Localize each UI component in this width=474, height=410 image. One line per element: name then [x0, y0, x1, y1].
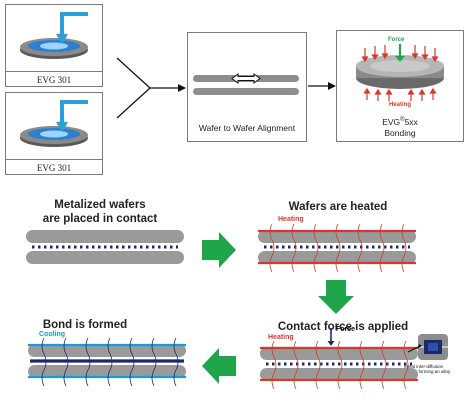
green-arrow-right — [202, 232, 236, 268]
bonding-force-label: Force — [388, 37, 405, 43]
wafer-cleaning-icon — [20, 100, 88, 147]
step-3-wafer-stack — [260, 328, 418, 390]
bonding-heating-label: Heating — [389, 102, 412, 108]
alloy-inset-icon — [407, 334, 448, 360]
process-box-1-label: EVG 301 — [6, 71, 102, 85]
bonding-box-label: EVG®5xx Bonding — [337, 115, 463, 139]
alignment-box-label: Wafer to Wafer Alignment — [198, 123, 296, 133]
wafer-alignment-icon — [193, 73, 299, 95]
step-3-heating-label: Heating — [268, 334, 294, 341]
step-3-force-label: Force — [336, 326, 356, 333]
step-1-caption-line2: are placed in contact — [42, 213, 158, 225]
step-2-heating-label: Heating — [278, 216, 304, 223]
wafer-cleaning-icon — [20, 12, 88, 59]
green-arrow-down — [318, 280, 354, 314]
arrow-to-alignment — [178, 84, 186, 92]
step-1-caption: Metalized wafers are placed in contact — [20, 198, 180, 226]
bonding-box-label-suffix: 5xx — [404, 116, 418, 127]
alignment-box: Wafer to Wafer Alignment — [187, 32, 307, 142]
bonding-box-label-line2: Bonding — [384, 127, 416, 138]
step-4-wafer-stack — [28, 337, 186, 387]
green-arrow-left — [202, 348, 236, 384]
step-2-caption: Wafers are heated — [288, 201, 388, 213]
step-1-caption-line1: Metalized wafers — [54, 199, 146, 211]
merge-connector — [116, 57, 178, 119]
step-3-inset-text: Metal inter-diffusion occurs forming an … — [404, 364, 464, 374]
bonding-chuck-icon — [356, 44, 444, 89]
arrow-to-bonding-head — [328, 82, 336, 90]
bonding-box-label-main: EVG — [382, 116, 401, 127]
process-box-2-label: EVG 301 — [6, 159, 102, 173]
step-3-inset-text-line2: occurs forming an alloy — [404, 369, 451, 374]
bonding-box-label-sup: ® — [400, 117, 405, 123]
step-2-wafer-stack — [258, 223, 416, 273]
step-4-caption: Bond is formed — [42, 319, 128, 331]
bonding-heat-arrows — [361, 45, 439, 101]
step-4-cooling-label: Cooling — [39, 331, 66, 338]
step-3-inset-text-line1: Metal inter-diffusion — [404, 364, 444, 369]
step-3-caption: Contact force is applied — [277, 321, 409, 333]
step-1-wafer-stack — [26, 230, 184, 264]
